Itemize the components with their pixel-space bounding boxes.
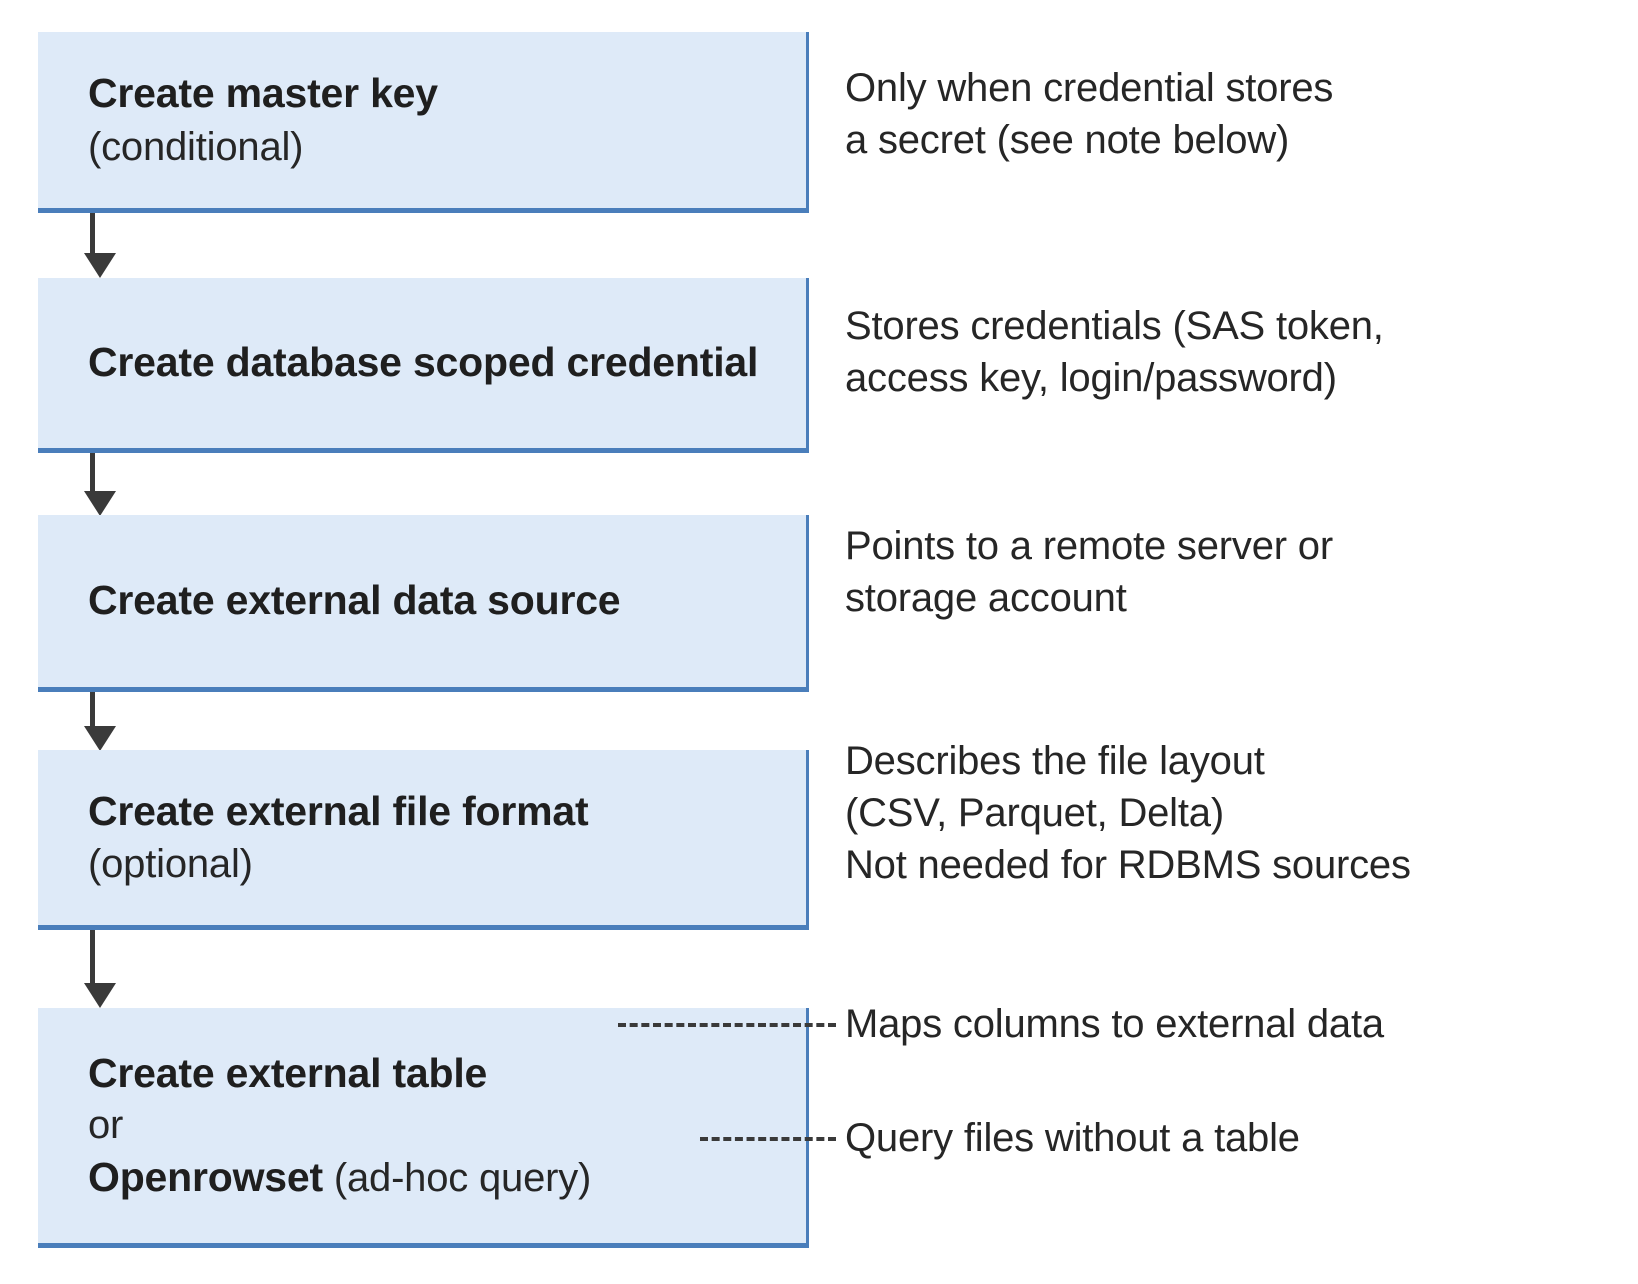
step-box-create-external-file-format[interactable]: Create external file format (optional) (38, 750, 808, 930)
final-step-line3-subtitle: (ad-hoc query) (322, 1155, 592, 1200)
box-right-rule (806, 515, 809, 692)
step-box-text: Create master key (conditional) (38, 67, 808, 172)
step-title: Create master key (88, 70, 438, 117)
final-step-conjunction: or (88, 1102, 124, 1147)
note-openrowset: Query files without a table (845, 1116, 1300, 1160)
note-create-external-table: Maps columns to external data (845, 1002, 1384, 1046)
step-box-create-master-key[interactable]: Create master key (conditional) (38, 32, 808, 213)
step-box-text: Create external file format (optional) (38, 785, 808, 890)
step-subtitle: (optional) (88, 842, 253, 887)
box-right-rule (806, 1008, 809, 1248)
step-title: Create external file format (88, 787, 589, 834)
step-subtitle: (conditional) (88, 124, 304, 169)
step-title: Create database scoped credential (88, 339, 759, 386)
step-title: Create external data source (88, 577, 621, 624)
step-box-create-external-data-source[interactable]: Create external data source (38, 515, 808, 692)
final-step-line3: Openrowset (ad-hoc query) (88, 1151, 808, 1204)
final-step-line1-title: Create external table (88, 1050, 488, 1097)
connector-arrow-3 (84, 692, 116, 751)
note-create-master-key: Only when credential stores a secret (se… (845, 66, 1334, 162)
dashed-leader-openrowset (700, 1137, 836, 1141)
note-create-database-scoped-credential: Stores credentials (SAS token, access ke… (845, 304, 1384, 400)
box-right-rule (806, 278, 809, 453)
step-box-text: Create external data source (38, 574, 808, 627)
final-step-line3-title: Openrowset (88, 1153, 323, 1200)
note-create-external-file-format: Describes the file layout (CSV, Parquet,… (845, 739, 1411, 887)
dashed-leader-external-table (618, 1023, 836, 1027)
step-box-text: Create external table or Openrowset (ad-… (38, 1047, 808, 1204)
step-box-create-database-scoped-credential[interactable]: Create database scoped credential (38, 278, 808, 453)
box-right-rule (806, 750, 809, 930)
step-box-create-external-table-or-openrowset[interactable]: Create external table or Openrowset (ad-… (38, 1008, 808, 1248)
connector-arrow-2 (84, 453, 116, 516)
step-box-text: Create database scoped credential (38, 336, 808, 389)
connector-arrow-4 (84, 930, 116, 1008)
connector-arrow-1 (84, 213, 116, 278)
note-create-external-data-source: Points to a remote server or storage acc… (845, 524, 1333, 620)
box-right-rule (806, 32, 809, 213)
